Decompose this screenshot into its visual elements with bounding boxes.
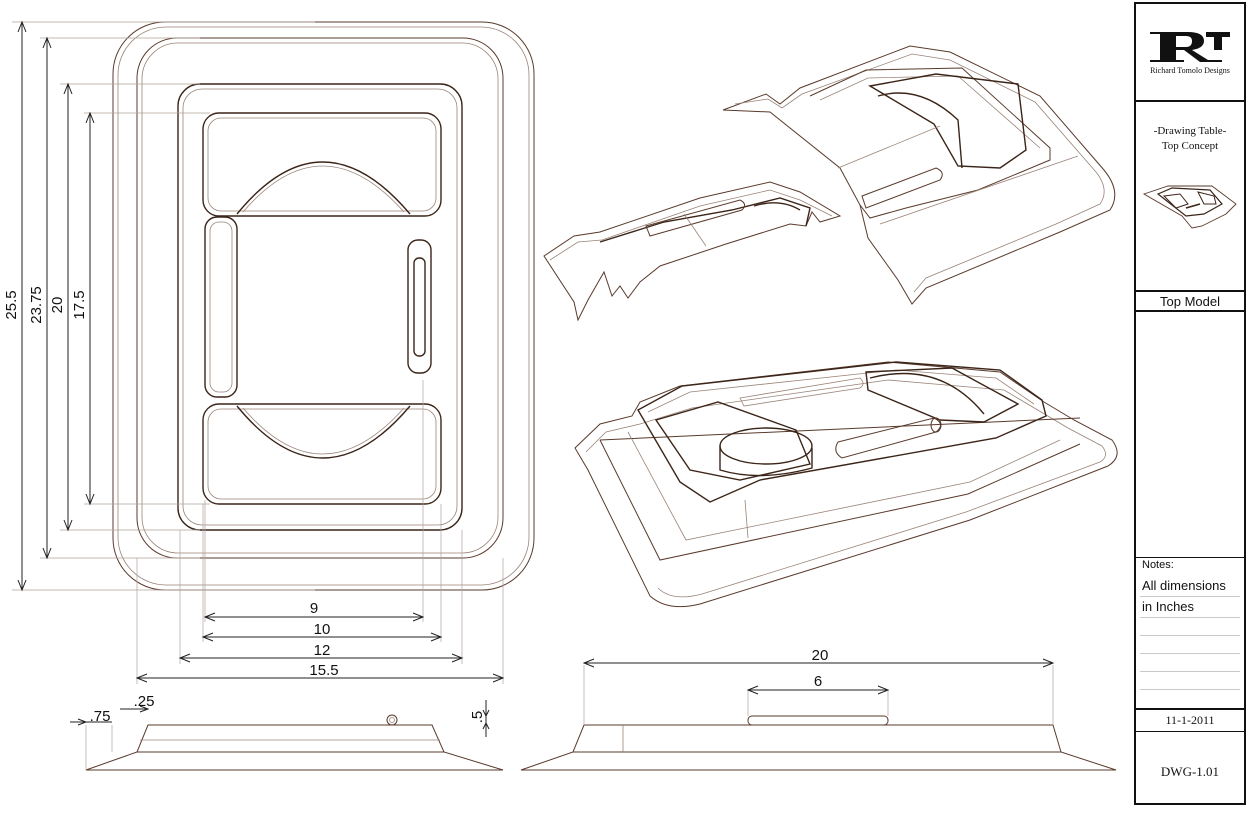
dim-0-75: .75: [90, 708, 111, 725]
date-cell: 11-1-2011: [1136, 710, 1244, 732]
company-name: Richard Tomolo Designs: [1150, 66, 1230, 75]
title-block: Richard Tomolo Designs -Drawing Table- T…: [1134, 2, 1246, 805]
dim-9: 9: [310, 600, 318, 617]
dim-0-5: .5: [469, 711, 486, 724]
dim-15-5: 15.5: [309, 662, 338, 679]
model-cell: Top Model: [1136, 292, 1244, 312]
thumbnail-preview: [1142, 185, 1237, 229]
note-line-2: in Inches: [1142, 599, 1195, 614]
dim-6: 6: [814, 673, 822, 690]
blank-cell: [1136, 312, 1244, 558]
section-isometric-view: [543, 45, 1116, 322]
technical-drawing: 25.5 23.75 20 17.5 9 10 12 15.5: [3, 20, 1118, 771]
drawing-title: -Drawing Table- Top Concept: [1136, 124, 1244, 154]
dim-10: 10: [314, 621, 331, 638]
vertical-dimensions: 25.5 23.75 20 17.5: [3, 20, 315, 592]
notes-rule: [1140, 689, 1240, 690]
notes-rule: [1140, 635, 1240, 636]
dim-17-5: 17.5: [71, 290, 88, 319]
drawing-number: DWG-1.01: [1160, 764, 1220, 779]
dim-0-25: .25: [134, 693, 155, 710]
notes-rule: [1140, 596, 1240, 597]
model-label: Top Model: [1160, 294, 1220, 309]
plan-view: [112, 21, 535, 591]
drawing-title-line2: Top Concept: [1161, 140, 1219, 152]
drawing-title-line1: -Drawing Table-: [1153, 125, 1227, 137]
dim-20-vertical: 20: [49, 297, 66, 314]
full-isometric-view: [574, 361, 1118, 608]
company-logo: [1150, 32, 1230, 62]
front-elevation: 20 6: [520, 647, 1117, 771]
dim-23-75: 23.75: [28, 286, 45, 324]
horizontal-dimensions: 9 10 12 15.5: [135, 380, 505, 684]
notes-label: Notes:: [1142, 559, 1174, 571]
notes-rule: [1140, 671, 1240, 672]
side-elevation: .75 .25 .5: [70, 693, 504, 771]
note-line-1: All dimensions: [1142, 578, 1226, 593]
title-cell: -Drawing Table- Top Concept: [1136, 102, 1244, 292]
dim-20-front: 20: [812, 647, 829, 664]
notes-rule: [1140, 617, 1240, 618]
notes-rule: [1140, 653, 1240, 654]
dim-12: 12: [314, 642, 331, 659]
drawing-date: 11-1-2011: [1165, 713, 1215, 727]
logo-cell: Richard Tomolo Designs: [1136, 4, 1244, 102]
drawing-number-cell: DWG-1.01: [1136, 732, 1244, 803]
dim-25-5: 25.5: [3, 290, 20, 319]
notes-cell: Notes: All dimensions in Inches: [1136, 558, 1244, 710]
